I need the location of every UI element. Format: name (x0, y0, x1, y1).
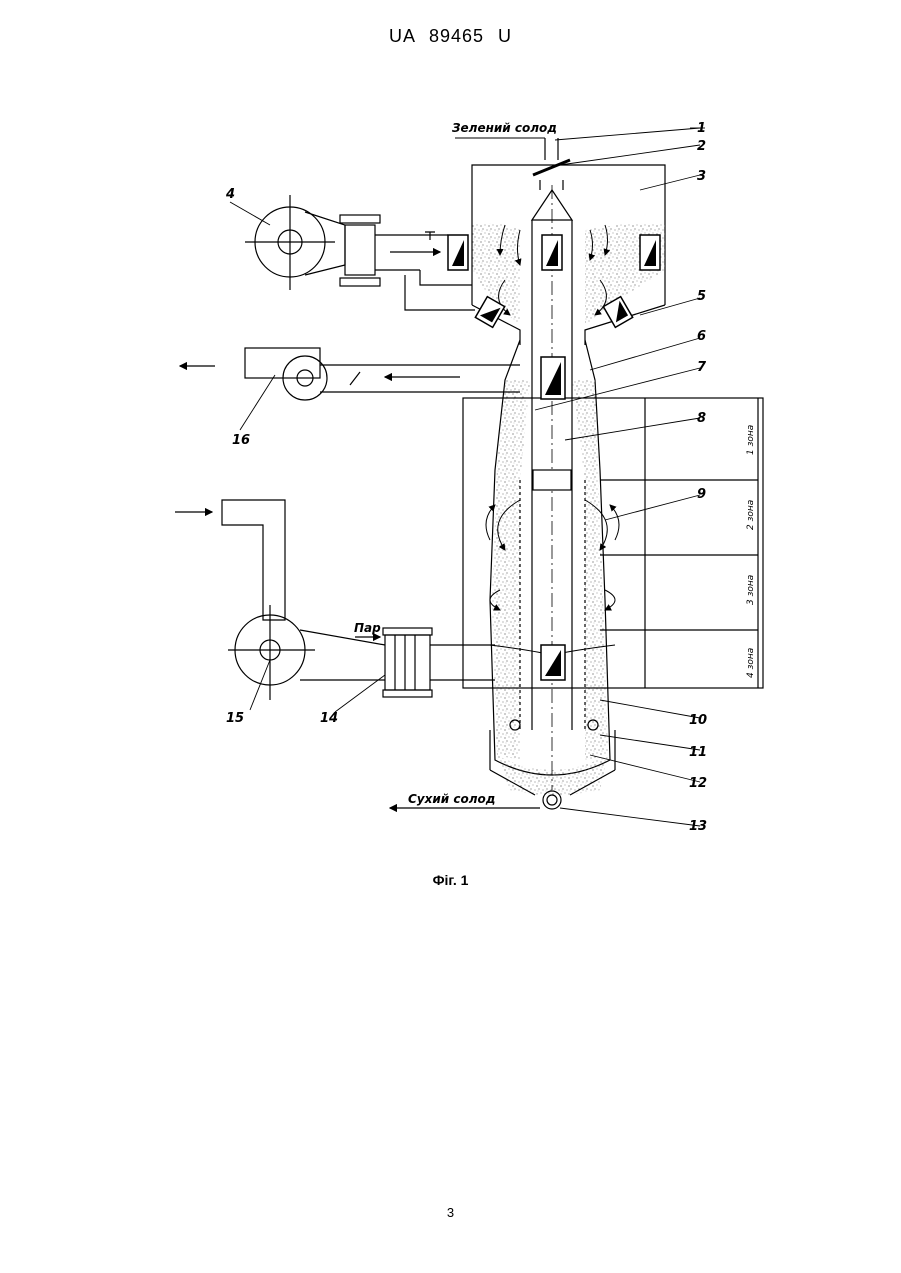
figure-caption: Фіг. 1 (0, 872, 901, 888)
callout-13: 13 (689, 819, 707, 834)
technical-drawing: Зелений солод Сухий солод Пар 1 2 3 4 5 … (0, 0, 901, 900)
steam-label: Пар (354, 621, 381, 635)
dry-malt-label: Сухий солод (408, 792, 495, 806)
drawing-svg: Зелений солод Сухий солод Пар 1 2 3 4 5 … (0, 0, 901, 900)
callout-6: 6 (697, 329, 706, 344)
callout-14: 14 (320, 711, 338, 726)
fan-16 (180, 348, 520, 400)
distributor-icon (541, 357, 565, 399)
callout-10: 10 (689, 713, 707, 728)
callout-8: 8 (697, 411, 706, 426)
callout-11: 11 (689, 745, 707, 760)
callout-1: 1 (697, 121, 706, 136)
fan-15-heater-14 (175, 500, 495, 700)
distributor-icon (640, 235, 660, 270)
zone-3-label: 3 зона (746, 575, 756, 605)
distributor-icon (542, 235, 562, 270)
zone-1-label: 1 зона (746, 425, 756, 455)
zone-2-label: 2 зона (746, 500, 756, 530)
drying-shaft (490, 340, 610, 795)
callout-9: 9 (697, 487, 706, 502)
callout-16: 16 (232, 433, 250, 448)
page-number: 3 (0, 1205, 901, 1220)
callout-4: 4 (225, 187, 235, 202)
central-column (532, 185, 572, 790)
callout-12: 12 (689, 776, 707, 791)
zone-4-label: 4 зона (746, 648, 756, 678)
distributor-icon (448, 235, 468, 270)
air-distributor-icons (448, 235, 660, 680)
green-malt-label: Зелений солод (452, 121, 557, 135)
callout-7: 7 (697, 360, 707, 375)
callout-5: 5 (697, 289, 706, 304)
callout-15: 15 (226, 711, 244, 726)
distributor-icon (541, 645, 565, 680)
callout-2: 2 (697, 139, 706, 154)
fan-4 (245, 195, 475, 310)
callout-3: 3 (697, 169, 706, 184)
